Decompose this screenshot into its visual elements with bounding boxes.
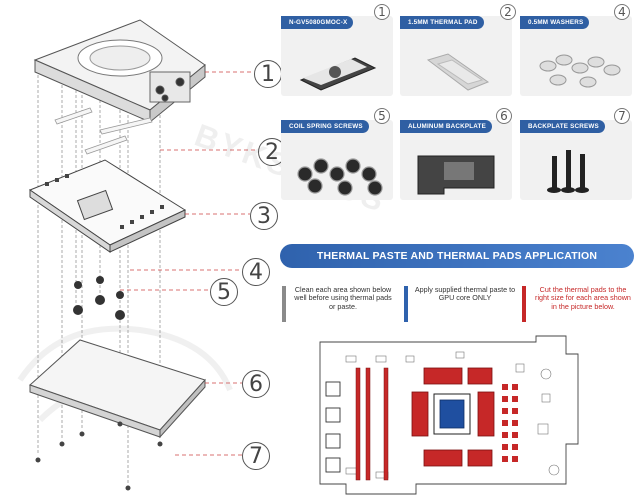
marker-7: 7: [242, 442, 270, 470]
instruction-text: Cut the thermal pads to the right size f…: [535, 285, 631, 311]
spring-screws: [73, 276, 125, 320]
pcb-outline: [319, 335, 579, 495]
thermal-pad-areas-memory: [411, 367, 495, 467]
exploded-view-diagram: [17, 19, 258, 491]
thermal-pad-areas-right: [502, 384, 518, 462]
part-label: N-GV5080GMOC-X: [281, 16, 354, 29]
part-label: 1.5MM THERMAL PAD: [400, 16, 484, 29]
instruction-pads: Cut the thermal pads to the right size f…: [522, 285, 634, 328]
part-number-4: 5: [374, 108, 390, 124]
thermal-pad-areas-left: [355, 367, 389, 481]
backplate: [29, 339, 206, 439]
instruction-bar: [282, 286, 286, 322]
marker-1: 1: [254, 60, 282, 88]
instruction-bar: [522, 286, 526, 322]
instruction-text: Clean each area shown below well before …: [294, 285, 392, 311]
backplate-screws-icon: [547, 150, 589, 193]
part-card-1: N-GV5080GMOC-X: [281, 16, 393, 96]
part-number-2: 2: [500, 4, 516, 20]
backplate-screws: [35, 421, 163, 491]
section-banner: THERMAL PASTE AND THERMAL PADS APPLICATI…: [280, 244, 634, 268]
part-card-2: 1.5MM THERMAL PAD: [400, 16, 512, 96]
part-card-6: BACKPLATE SCREWS: [520, 120, 632, 200]
water-block: [33, 19, 206, 124]
pcb-application-diagram: [319, 335, 579, 495]
part-number-5: 6: [496, 108, 512, 124]
part-label: 0.5MM WASHERS: [520, 16, 590, 29]
part-card-3: 0.5MM WASHERS: [520, 16, 632, 96]
leader-lines: [120, 71, 258, 456]
instruction-paste: Apply supplied thermal paste to GPU core…: [404, 285, 516, 328]
marker-5: 5: [210, 278, 238, 306]
part-label: COIL SPRING SCREWS: [281, 120, 369, 133]
instruction-bar: [404, 286, 408, 322]
part-number-6: 7: [614, 108, 630, 124]
part-card-4: COIL SPRING SCREWS: [281, 120, 393, 200]
thermal-pad-icon: [426, 53, 490, 91]
marker-4: 4: [242, 258, 270, 286]
part-card-5: ALUMINUM BACKPLATE: [400, 120, 512, 200]
display-ports: [325, 381, 341, 473]
coil-spring-screws-icon: [297, 158, 383, 196]
gpu-core: [433, 393, 471, 435]
instruction-text: Apply supplied thermal paste to GPU core…: [414, 285, 516, 303]
marker-6: 6: [242, 370, 270, 398]
part-number-1: 1: [374, 4, 390, 20]
washers-icon: [539, 54, 621, 88]
instruction-clean: Clean each area shown below well before …: [282, 285, 394, 328]
part-label: BACKPLATE SCREWS: [520, 120, 605, 133]
part-label: ALUMINUM BACKPLATE: [400, 120, 492, 133]
marker-3: 3: [250, 202, 278, 230]
part-number-3: 4: [614, 4, 630, 20]
gpu-card-icon: [299, 57, 377, 91]
thermal-pad-strips: [54, 107, 153, 155]
backplate-icon: [417, 155, 495, 195]
pcb-board: [28, 159, 187, 253]
